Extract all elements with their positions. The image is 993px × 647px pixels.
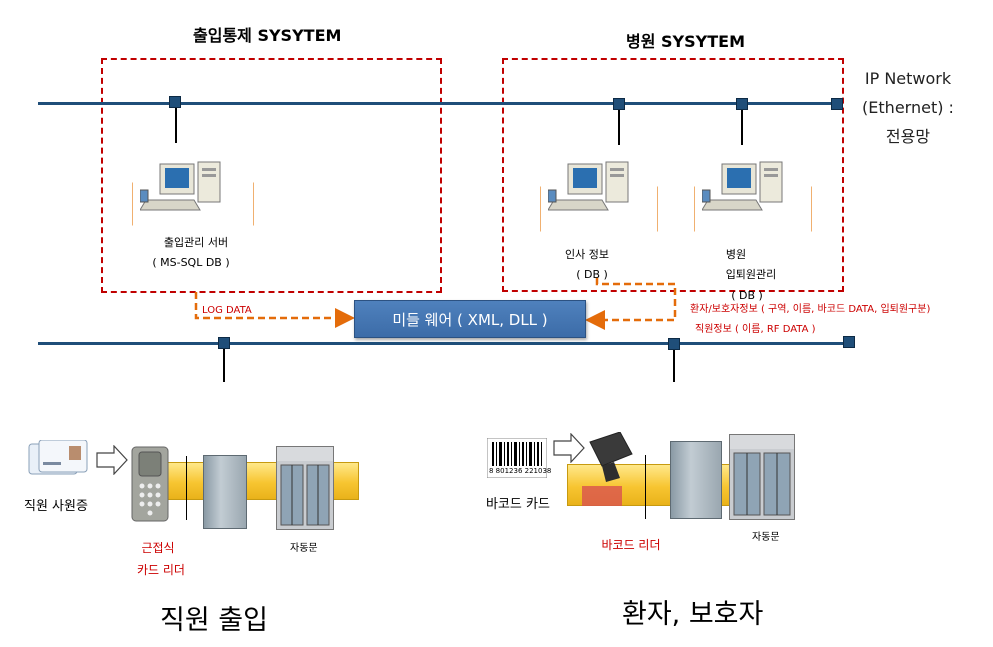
admission-computer-icon xyxy=(701,160,792,220)
hospital-system-box xyxy=(502,58,844,292)
staff-reader-divider xyxy=(186,456,187,520)
hr-label: 인사 정보 xyxy=(565,248,609,261)
patient-auto-door-image xyxy=(729,434,795,520)
barcode-card-label: 바코드 카드 xyxy=(486,497,550,512)
server-label: 출입관리 서버 xyxy=(163,236,229,249)
patient-controller-cabinet xyxy=(670,441,722,519)
patient-info-label: 환자/보호자정보 ( 구역, 이름, 바코드 DATA, 입퇴원구분) xyxy=(690,304,931,315)
network-line-top xyxy=(38,102,843,105)
network-drop xyxy=(223,349,225,382)
patient-flow-arrow-icon xyxy=(553,432,585,467)
staff-auto-door-image xyxy=(276,446,334,530)
staff-card-label: 직원 사원증 xyxy=(24,499,88,514)
ip-network-label: IP Network (Ethernet) : 전용망 xyxy=(862,64,954,151)
middleware-label: 미들 웨어 ( XML, DLL ) xyxy=(392,310,548,329)
hospital-system-title: 병원 SYSYTEM xyxy=(626,32,745,51)
staff-section-title: 직원 출입 xyxy=(160,605,268,636)
staff-id-card-icon xyxy=(27,439,89,484)
patient-door-label: 자동문 xyxy=(752,532,780,543)
staff-info-label: 직원정보 ( 이름, RF DATA ) xyxy=(695,324,816,335)
network-line-bottom xyxy=(38,342,851,345)
network-node xyxy=(668,338,680,350)
patient-section-title: 환자, 보호자 xyxy=(622,599,764,630)
staff-door-label: 자동문 xyxy=(290,543,318,554)
log-data-label: LOG DATA xyxy=(202,305,252,316)
barcode-reader-label: 바코드 리더 xyxy=(601,538,661,552)
server-db-label: ( MS-SQL DB ) xyxy=(152,256,230,269)
admission-bracket xyxy=(694,186,812,232)
network-node xyxy=(736,98,748,110)
admission-db-label: ( DB ) xyxy=(731,289,763,302)
ip-network-line2: (Ethernet) : xyxy=(862,98,954,117)
network-drop xyxy=(618,110,620,145)
proximity-reader-label-2: 카드 리더 xyxy=(137,563,185,577)
server-bracket xyxy=(132,182,254,226)
ip-network-line1: IP Network xyxy=(864,69,952,88)
network-drop xyxy=(741,110,743,145)
network-node xyxy=(843,336,855,348)
staff-flow-arrow-icon xyxy=(96,444,128,479)
proximity-reader-label-1: 근접식 xyxy=(141,541,175,555)
proximity-reader-icon xyxy=(131,446,169,526)
network-node xyxy=(218,337,230,349)
access-system-box xyxy=(101,58,442,293)
admission-label-1: 병원 xyxy=(725,248,747,261)
barcode-scanner-icon xyxy=(580,431,640,512)
network-node xyxy=(831,98,843,110)
network-node xyxy=(169,96,181,108)
network-drop xyxy=(175,108,177,143)
hr-bracket xyxy=(540,186,658,232)
access-system-title: 출입통제 SYSYTEM xyxy=(193,26,342,45)
barcode-digits: 8 801236 221038 xyxy=(489,467,552,475)
admission-label-2: 입퇴원관리 xyxy=(725,268,777,281)
staff-controller-cabinet xyxy=(203,455,247,529)
barcode-card-icon xyxy=(486,437,548,482)
middleware-box: 미들 웨어 ( XML, DLL ) xyxy=(354,300,586,338)
hr-computer-icon xyxy=(547,160,638,220)
hr-db-label: ( DB ) xyxy=(576,268,608,281)
ip-network-line3: 전용망 xyxy=(885,127,931,146)
server-computer-icon xyxy=(139,160,230,220)
patient-reader-divider xyxy=(645,455,646,519)
network-node xyxy=(613,98,625,110)
network-drop xyxy=(673,350,675,382)
